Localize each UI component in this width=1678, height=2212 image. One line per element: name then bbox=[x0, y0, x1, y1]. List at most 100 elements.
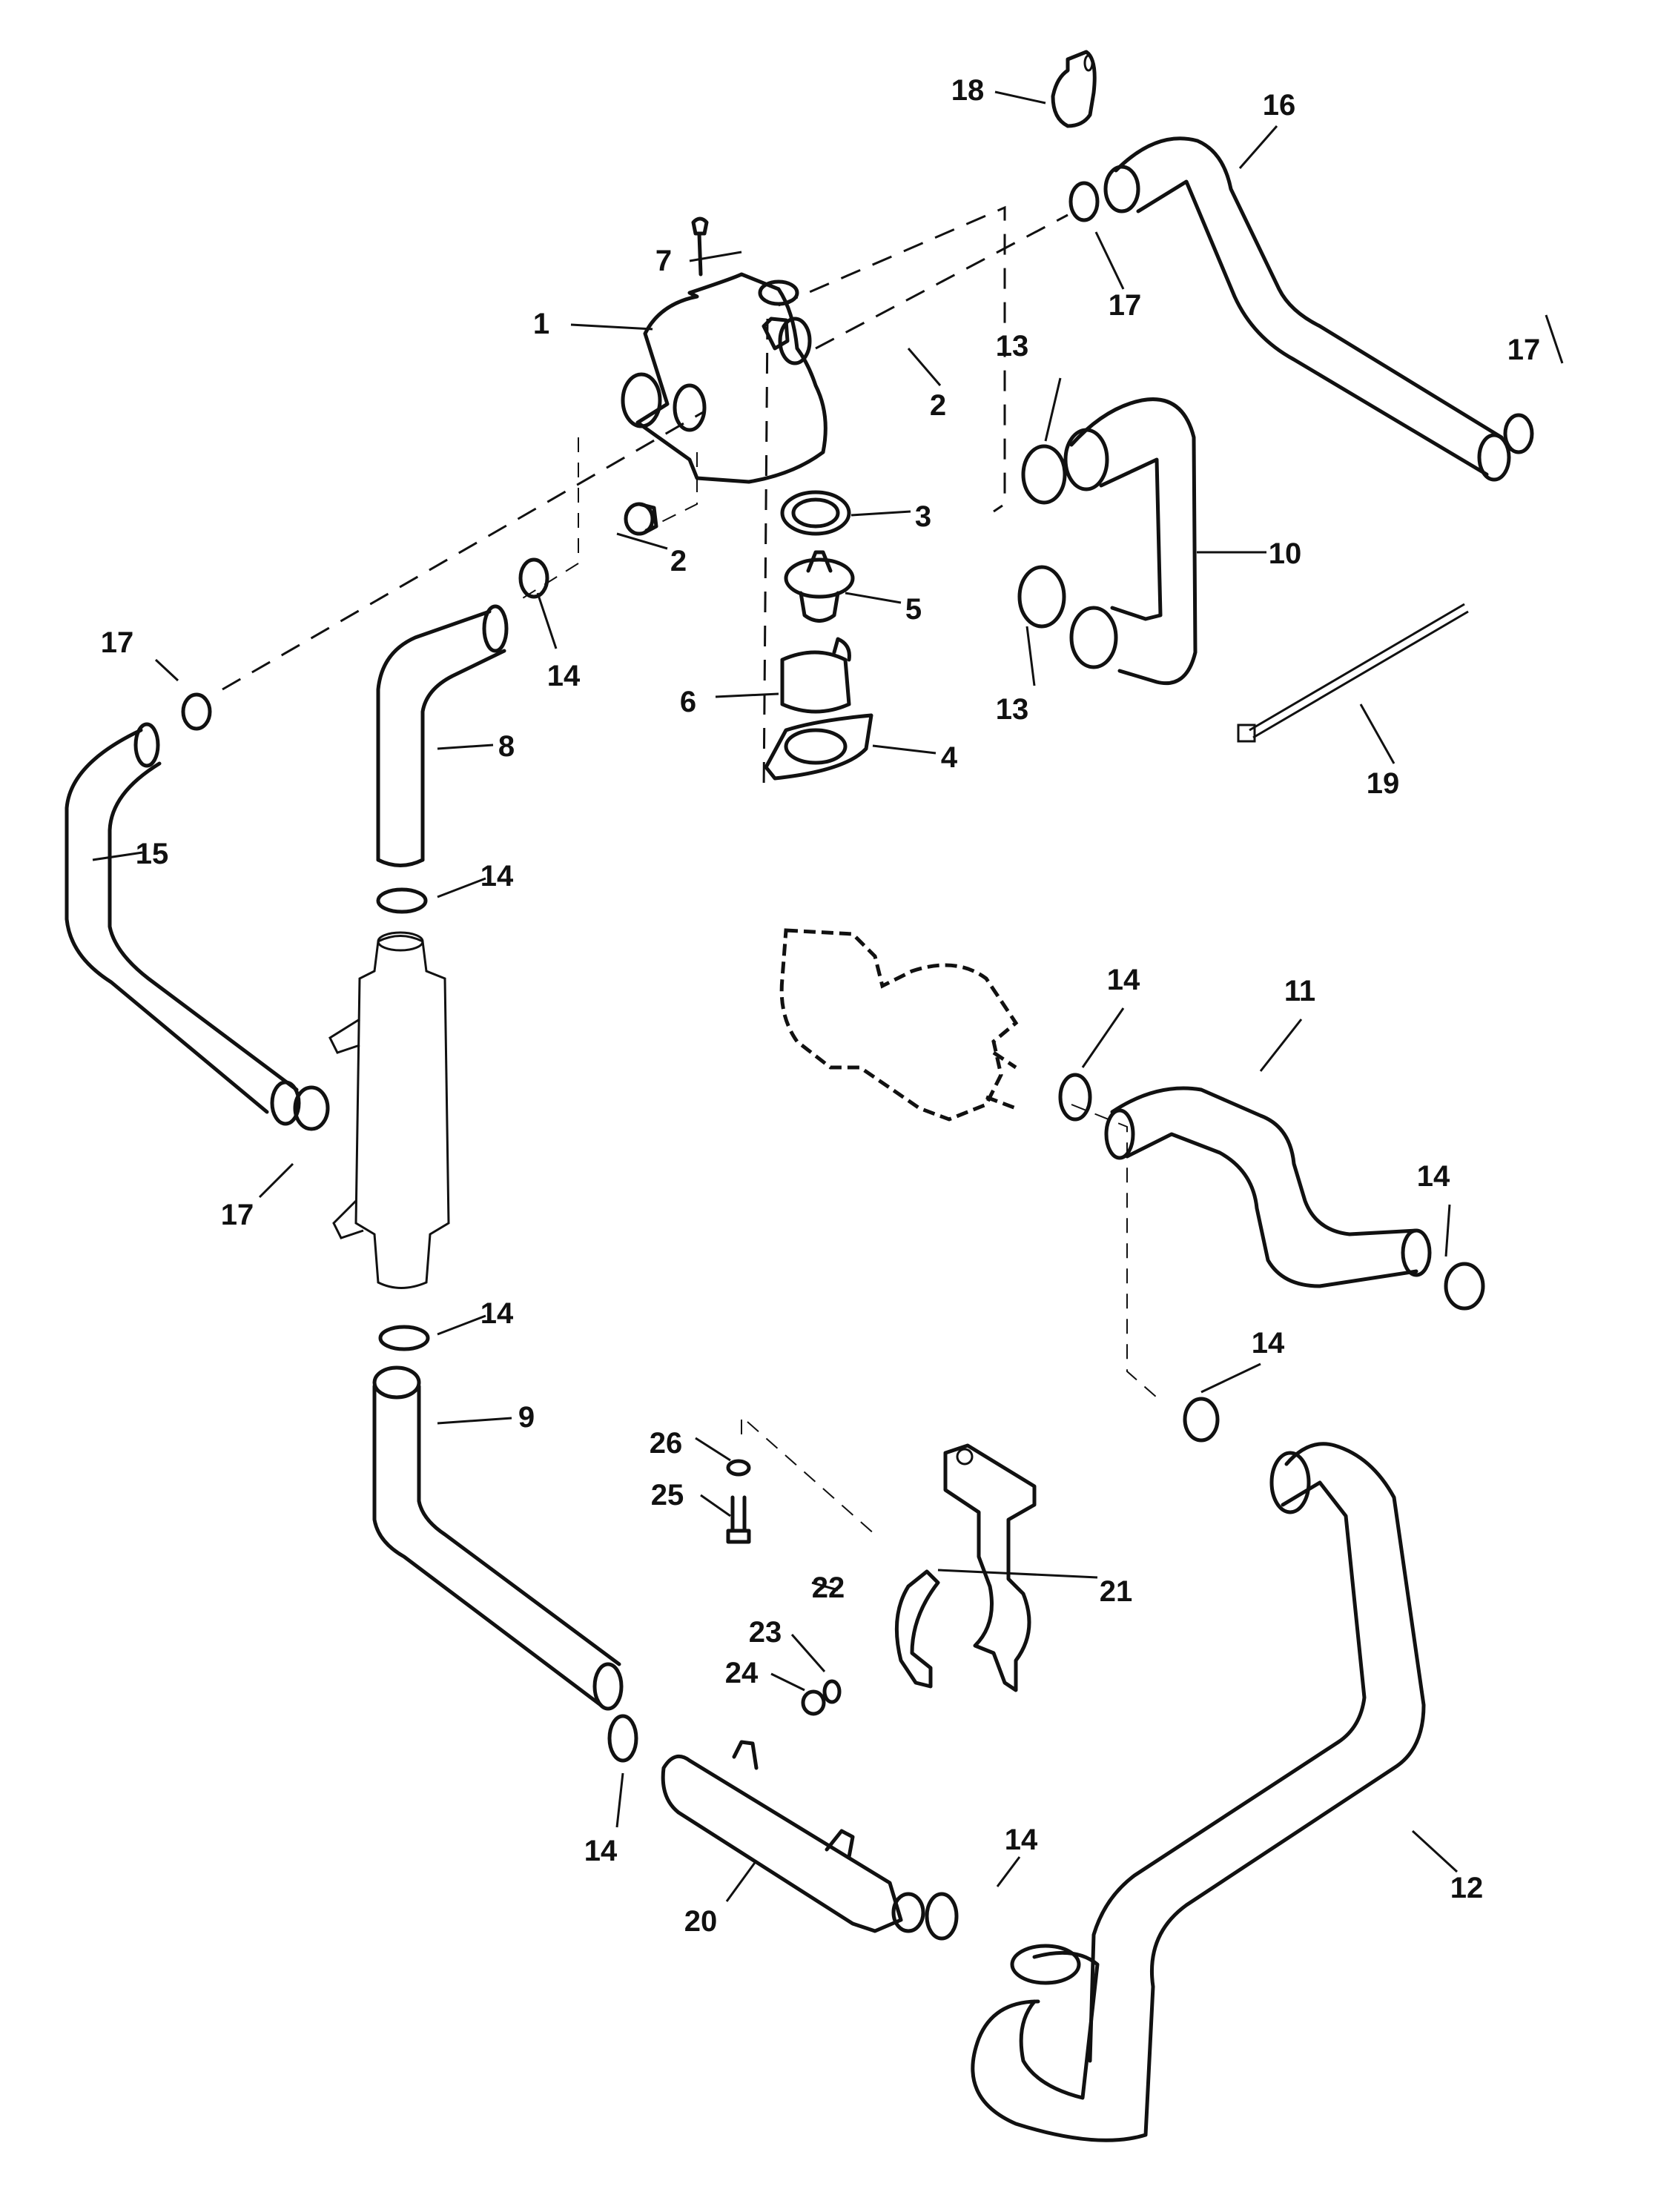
leader-line bbox=[845, 592, 902, 604]
callout-hose-11: 11 bbox=[1259, 975, 1315, 1072]
callout-number: 10 bbox=[1269, 537, 1302, 570]
plug-upper bbox=[762, 317, 790, 351]
leader-line bbox=[1545, 314, 1564, 364]
callout-hose-clamp-17: 17 bbox=[1094, 231, 1142, 322]
leader-line bbox=[850, 510, 911, 517]
leader-line bbox=[790, 1634, 826, 1672]
callout-thermostat-seal: 3 bbox=[850, 500, 931, 533]
callout-number: 4 bbox=[941, 741, 958, 774]
alignment-line bbox=[778, 205, 1006, 513]
thermostat bbox=[784, 550, 855, 623]
callout-number: 17 bbox=[221, 1199, 254, 1231]
callout-hose-clamp-17: 17 bbox=[1507, 314, 1564, 366]
callout-clamp-strap: 22 bbox=[811, 1572, 845, 1604]
hose-clamp bbox=[1017, 565, 1066, 629]
lock-washer bbox=[726, 1459, 751, 1477]
callout-washer: 23 bbox=[749, 1616, 826, 1672]
callout-number: 14 bbox=[1417, 1160, 1450, 1193]
leader-line bbox=[536, 592, 558, 649]
callout-number: 23 bbox=[749, 1616, 782, 1649]
hose-clamp bbox=[181, 692, 212, 731]
alignment-line bbox=[1071, 1104, 1157, 1398]
leader-line bbox=[811, 1581, 839, 1592]
hose-clamp bbox=[1183, 1397, 1220, 1443]
leader-line bbox=[1444, 1204, 1451, 1257]
callout-number: 13 bbox=[996, 693, 1029, 726]
callout-thermostat-sleeve: 6 bbox=[680, 686, 779, 718]
callout-number: 13 bbox=[996, 330, 1029, 362]
hose-clamp bbox=[376, 887, 428, 914]
callout-number: 11 bbox=[1284, 975, 1315, 1007]
callout-number: 21 bbox=[1100, 1575, 1133, 1608]
callout-number: 15 bbox=[136, 838, 169, 870]
thermostat-sleeve bbox=[780, 637, 851, 714]
bracket bbox=[943, 1443, 1037, 1692]
callout-number: 17 bbox=[101, 626, 134, 659]
callout-number: 17 bbox=[1109, 289, 1142, 322]
hose-clamp bbox=[1503, 413, 1534, 454]
callout-hose-clamp-14: 14 bbox=[1081, 964, 1140, 1068]
callout-nut: 24 bbox=[725, 1657, 805, 1692]
callout-number: 19 bbox=[1367, 767, 1400, 800]
hose-11 bbox=[1104, 1086, 1432, 1288]
bolt bbox=[691, 216, 709, 276]
leader-line bbox=[616, 532, 668, 550]
callout-hose-clamp-13-lower: 13 bbox=[996, 626, 1036, 726]
callout-number: 16 bbox=[1263, 89, 1296, 122]
callout-hose-15: 15 bbox=[92, 838, 169, 870]
callout-number: 14 bbox=[584, 1835, 618, 1867]
leader-line bbox=[437, 1314, 486, 1336]
leader-line bbox=[770, 1672, 805, 1692]
heat-exchanger bbox=[328, 931, 450, 1289]
washer bbox=[822, 1679, 842, 1704]
callout-hose-12: 12 bbox=[1411, 1829, 1483, 1904]
leader-line bbox=[615, 1772, 624, 1828]
callout-number: 2 bbox=[670, 545, 687, 577]
leader-line bbox=[258, 1162, 294, 1199]
leader-line bbox=[437, 877, 486, 898]
callout-number: 26 bbox=[650, 1427, 683, 1460]
callout-number: 14 bbox=[547, 660, 581, 692]
callout-number: 20 bbox=[684, 1905, 718, 1938]
hose-clamp bbox=[518, 557, 549, 599]
alignment-line bbox=[747, 1421, 876, 1535]
thermostat-gasket bbox=[764, 713, 873, 781]
leader-line bbox=[872, 744, 937, 755]
callout-number: 2 bbox=[930, 389, 946, 422]
callout-number: 14 bbox=[1252, 1327, 1285, 1360]
callout-number: 5 bbox=[905, 593, 922, 626]
leader-line bbox=[715, 692, 779, 698]
callout-hose-10: 10 bbox=[1197, 537, 1301, 570]
callout-bolt: 7 bbox=[655, 245, 742, 277]
alignment-line bbox=[644, 452, 698, 531]
leader-line bbox=[570, 323, 653, 331]
thermostat-seal bbox=[780, 490, 851, 536]
callout-plug-lower: 2 bbox=[616, 532, 687, 577]
callout-number: 24 bbox=[725, 1657, 759, 1689]
callout-hose-clip: 18 bbox=[951, 74, 1046, 107]
callout-number: 14 bbox=[1107, 964, 1140, 996]
leader-line bbox=[937, 1569, 1098, 1579]
callout-thermostat-gasket: 4 bbox=[872, 741, 958, 774]
alignment-line bbox=[518, 437, 579, 601]
callout-hose-clamp-14: 14 bbox=[437, 860, 514, 898]
callout-number: 1 bbox=[533, 308, 549, 340]
callout-hose-16: 16 bbox=[1238, 89, 1296, 169]
callout-hose-clamp-14: 14 bbox=[996, 1824, 1038, 1887]
hose-clip bbox=[1051, 50, 1097, 128]
callout-hose-clamp-17: 17 bbox=[101, 626, 179, 682]
callout-number: 14 bbox=[480, 860, 514, 893]
hose-8 bbox=[376, 604, 509, 867]
hose-10 bbox=[1063, 397, 1198, 686]
callout-cable-tie: 19 bbox=[1359, 703, 1400, 800]
hose-clamp bbox=[1444, 1262, 1485, 1311]
cable-tie bbox=[1237, 603, 1469, 743]
leader-line bbox=[1094, 231, 1125, 290]
alignment-line bbox=[222, 410, 705, 691]
callout-thermostat: 5 bbox=[845, 592, 922, 626]
callout-hose-9: 9 bbox=[437, 1401, 535, 1434]
callout-number: 18 bbox=[951, 74, 985, 107]
leader-line bbox=[437, 744, 494, 750]
hose-9 bbox=[372, 1365, 624, 1711]
